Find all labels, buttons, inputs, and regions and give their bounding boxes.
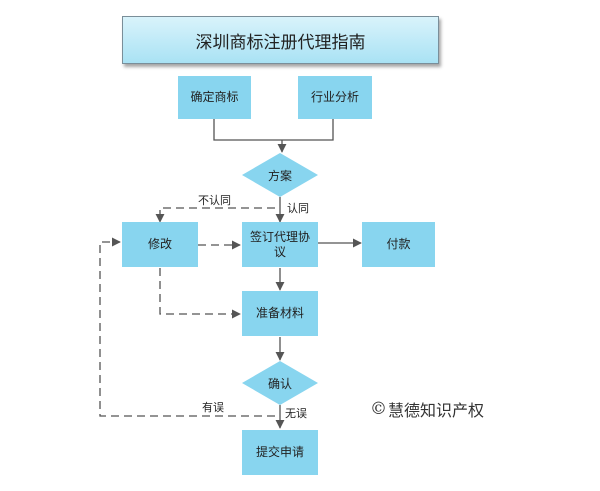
node-confirm-decision: 确认 bbox=[242, 361, 318, 405]
node-plan-label: 方案 bbox=[267, 168, 292, 183]
node-plan-decision: 方案 bbox=[242, 153, 318, 197]
node-modify: 修改 bbox=[122, 222, 198, 267]
node-sign-agreement: 签订代理协议 bbox=[242, 222, 318, 267]
connector-modify-to-prepare-dashed bbox=[159, 268, 241, 319]
connector-plan-to-modify-dashed bbox=[155, 207, 275, 223]
edge-label-has-error: 有误 bbox=[202, 401, 224, 414]
node-payment: 付款 bbox=[362, 222, 435, 267]
diagram-title: 深圳商标注册代理指南 bbox=[122, 16, 439, 64]
copyright-icon: © bbox=[370, 399, 387, 419]
node-confirm-trademark: 确定商标 bbox=[178, 76, 251, 119]
node-submit-application: 提交申请 bbox=[242, 430, 318, 475]
connector-confirm-to-modify-dashed bbox=[99, 237, 275, 417]
edge-label-agree: 认同 bbox=[287, 202, 309, 215]
node-industry-analysis: 行业分析 bbox=[298, 76, 372, 119]
node-prepare-materials: 准备材料 bbox=[242, 291, 318, 336]
copyright-watermark: © 慧德知识产权 bbox=[370, 397, 484, 421]
edge-label-disagree: 不认同 bbox=[198, 194, 231, 207]
node-confirm-label: 确认 bbox=[267, 376, 292, 391]
diamond-shape bbox=[242, 153, 318, 197]
edge-label-no-error: 无误 bbox=[285, 407, 307, 420]
diamond-shape bbox=[242, 361, 318, 405]
connector-confirm-trademark-down bbox=[213, 119, 282, 141]
watermark-text: 慧德知识产权 bbox=[388, 401, 485, 420]
connector-industry-analysis-down bbox=[282, 119, 334, 141]
